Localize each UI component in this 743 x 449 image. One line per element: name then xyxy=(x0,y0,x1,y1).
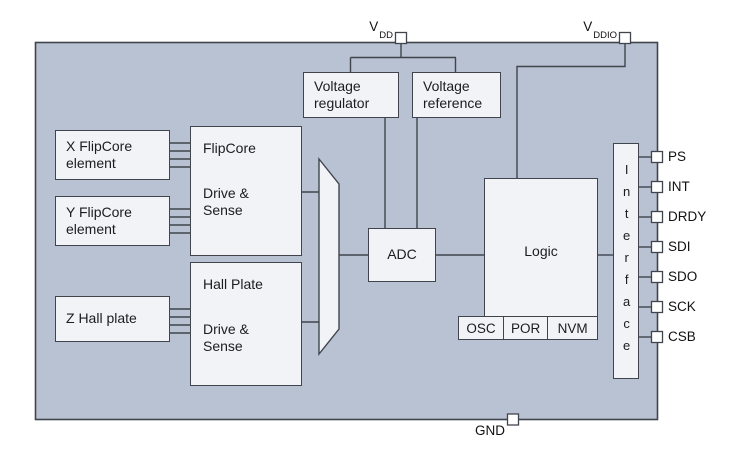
pin-label-text: GND xyxy=(475,423,505,438)
block-label: ADC xyxy=(387,246,417,263)
csb-pin-square xyxy=(650,330,664,344)
block-por: POR xyxy=(502,316,549,340)
mux-shape xyxy=(318,157,340,356)
block-label: Voltage reference xyxy=(423,77,483,112)
pin-label-text: CSB xyxy=(668,329,696,344)
sdi-pin-label: SDI xyxy=(668,239,691,255)
block-label: Z Hall plate xyxy=(66,310,137,327)
block-label: POR xyxy=(510,320,541,336)
ps-pin-label: PS xyxy=(668,149,686,165)
block-label: Y FlipCore element xyxy=(66,203,132,238)
gnd-pin-square xyxy=(506,413,520,426)
pin-label-text: SDO xyxy=(668,269,698,284)
y-flipcore-bundle xyxy=(170,208,190,234)
csb-pin-label: CSB xyxy=(668,329,696,345)
block-label: Interface xyxy=(619,162,635,360)
block-label: X FlipCore element xyxy=(66,137,133,172)
block-label: Logic xyxy=(524,243,558,259)
vddio-net-line xyxy=(516,43,626,178)
pin-label-text: SDI xyxy=(668,239,691,254)
vdd-pin-square xyxy=(394,31,408,45)
block-label: OSC xyxy=(466,320,496,336)
sdo-pin-square xyxy=(650,270,664,284)
pin-label-text: SCK xyxy=(668,299,696,314)
int-pin-square xyxy=(650,180,664,194)
ps-pin-square xyxy=(650,150,664,164)
sdo-pin-label: SDO xyxy=(668,269,697,285)
pin-label-text: V xyxy=(369,19,379,34)
int-pin-label: INT xyxy=(668,179,690,195)
block-adc: ADC xyxy=(368,228,436,282)
vddio-pin-label: VDDIO xyxy=(568,19,617,41)
interface-to-pin-lines xyxy=(639,156,652,338)
z-hall-bundle xyxy=(170,308,190,334)
block-title: Hall Plate xyxy=(203,276,263,292)
sdi-pin-square xyxy=(650,240,664,254)
block-voltage-reference: Voltage reference xyxy=(412,72,501,118)
block-label: Voltage regulator xyxy=(314,77,370,112)
block-title: FlipCore xyxy=(203,140,256,156)
drdy-pin-square xyxy=(650,210,664,224)
block-label: NVM xyxy=(557,320,588,336)
block-subtitle: Drive & Sense xyxy=(203,320,249,355)
block-flipcore-drive-sense: FlipCore Drive & Sense xyxy=(190,126,302,256)
block-z-hall-plate: Z Hall plate xyxy=(55,296,170,342)
block-y-flipcore-element: Y FlipCore element xyxy=(55,196,170,246)
gnd-pin-label: GND xyxy=(465,423,505,439)
block-logic: Logic xyxy=(484,178,598,340)
sck-pin-label: SCK xyxy=(668,299,696,315)
pin-label-text: V xyxy=(583,19,593,34)
block-nvm: NVM xyxy=(547,316,598,340)
drdy-pin-label: DRDY xyxy=(668,209,706,225)
block-voltage-regulator: Voltage regulator xyxy=(303,72,399,118)
supply-to-adc-lines xyxy=(384,118,418,228)
block-subtitle: Drive & Sense xyxy=(203,184,249,219)
sck-pin-square xyxy=(650,300,664,314)
pin-label-sub: DD xyxy=(379,29,393,41)
block-osc: OSC xyxy=(458,316,504,340)
block-interface: Interface xyxy=(613,143,639,379)
vddio-pin-square xyxy=(618,31,632,45)
vdd-pin-label: VDD xyxy=(356,19,393,41)
block-hall-drive-sense: Hall Plate Drive & Sense xyxy=(190,262,302,386)
pin-label-sub: DDIO xyxy=(593,29,617,41)
block-x-flipcore-element: X FlipCore element xyxy=(55,130,170,180)
x-flipcore-bundle xyxy=(170,142,190,168)
pin-label-text: DRDY xyxy=(668,209,707,224)
vdd-net-line xyxy=(349,43,457,72)
pin-label-text: PS xyxy=(668,149,687,164)
pin-label-text: INT xyxy=(668,179,690,194)
